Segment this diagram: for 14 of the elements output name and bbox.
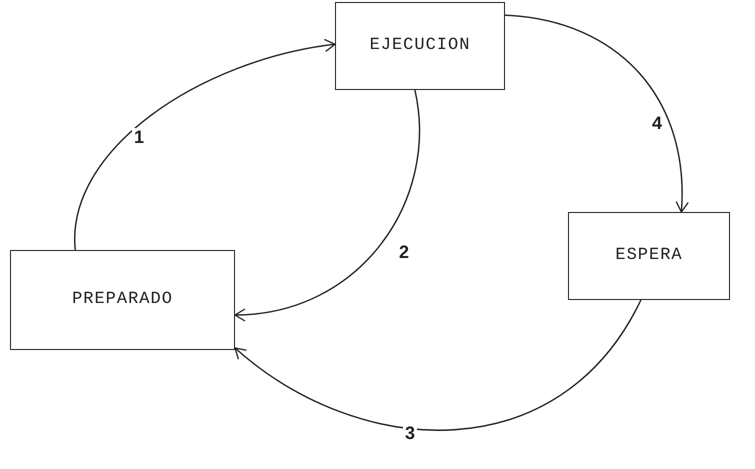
edge-label: 3	[403, 424, 418, 442]
arrow	[74, 39, 336, 250]
state-box	[10, 250, 235, 350]
state-box	[335, 2, 505, 90]
arrow	[234, 300, 642, 430]
state-box	[568, 212, 730, 300]
edge-label: 4	[650, 114, 664, 132]
arrow	[234, 90, 420, 321]
state-name: EJECUCION	[370, 35, 470, 58]
state-name: ESPERA	[615, 245, 683, 268]
arrow	[504, 14, 688, 213]
state-name: PREPARADO	[72, 289, 173, 312]
edge-label: 1	[132, 128, 146, 146]
edge-label: 2	[397, 243, 412, 261]
